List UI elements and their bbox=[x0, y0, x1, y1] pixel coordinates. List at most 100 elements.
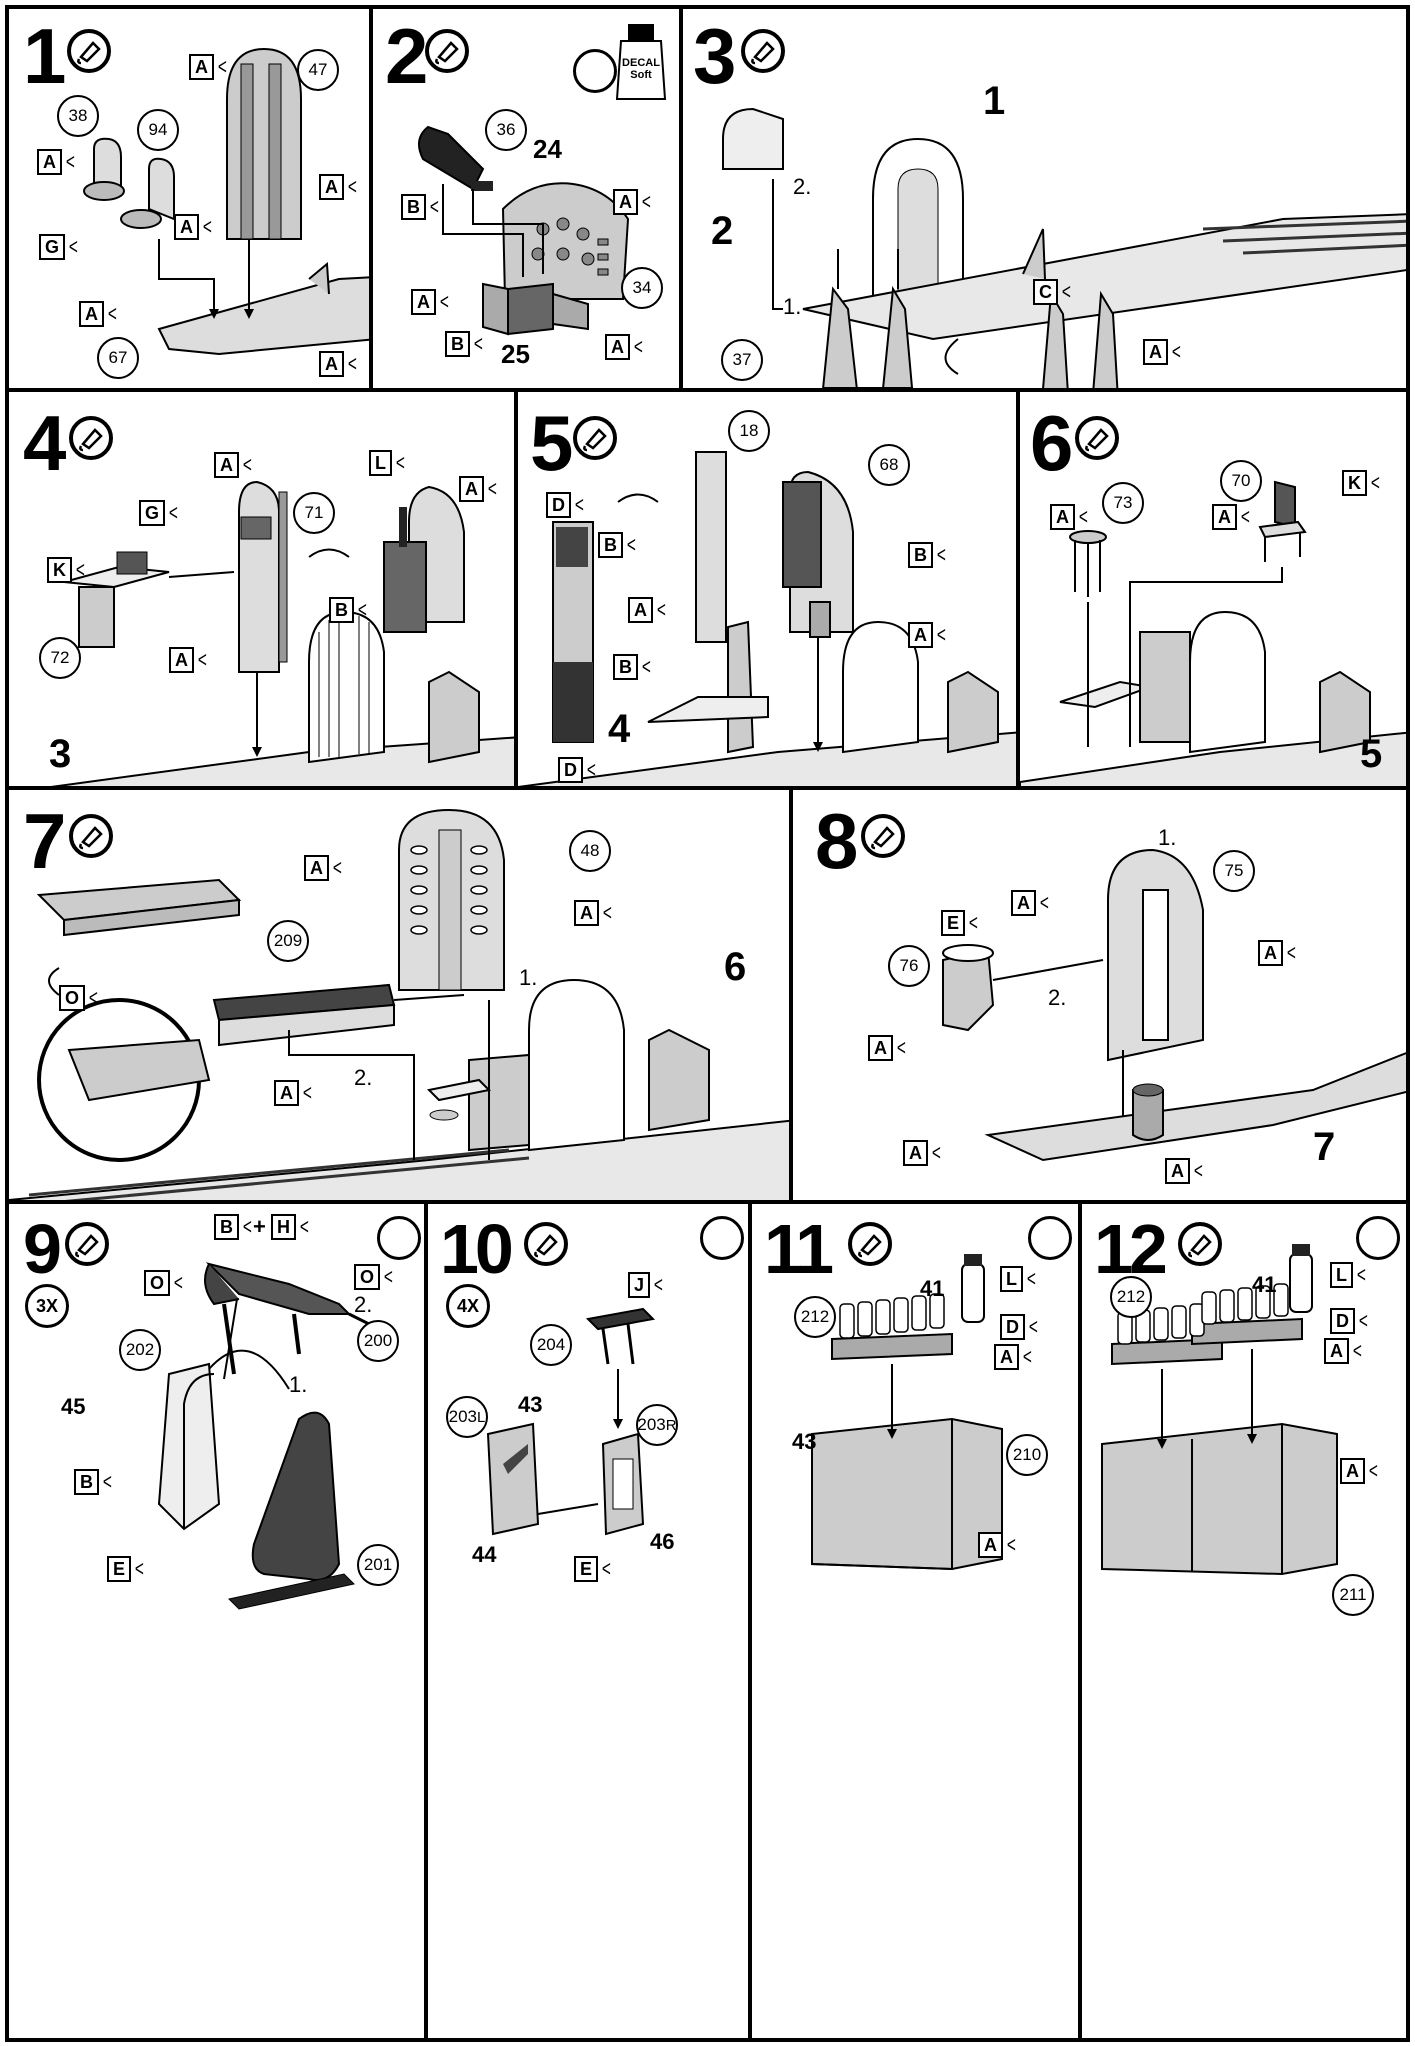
color-flag: A< bbox=[1011, 890, 1051, 916]
color-flag: A< bbox=[79, 301, 119, 327]
color-flag: A< bbox=[274, 1080, 314, 1106]
step-9-panel: 9 3X 200 202 201 45 2. 1. B< + H< O< O< … bbox=[5, 1200, 428, 2042]
step-8-drawing bbox=[942, 848, 1406, 1162]
step-6-drawing bbox=[1020, 480, 1406, 786]
color-flag: L< bbox=[1330, 1262, 1368, 1288]
color-flag: L< bbox=[369, 450, 407, 476]
color-flag: D< bbox=[1330, 1308, 1370, 1334]
glue-icon bbox=[69, 814, 113, 858]
color-flag: A< bbox=[994, 1344, 1034, 1370]
color-flag: A< bbox=[1324, 1338, 1364, 1364]
part-callout: 71 bbox=[293, 492, 335, 534]
color-flag: A< bbox=[459, 476, 499, 502]
color-flag: B< bbox=[613, 654, 653, 680]
step-5-drawing bbox=[518, 451, 1016, 786]
step-5-panel: 5 18 68 4 D< B< A< B< A< B< D< bbox=[514, 388, 1020, 790]
part-callout: 210 bbox=[1006, 1434, 1048, 1476]
part-number: 43 bbox=[792, 1429, 817, 1454]
step-10-drawing bbox=[486, 1307, 656, 1536]
color-flag: J< bbox=[628, 1272, 665, 1298]
no-glue-icon bbox=[1028, 1216, 1072, 1260]
color-flag: A< bbox=[169, 647, 209, 673]
part-callout: 70 bbox=[1220, 460, 1262, 502]
color-flag: A< bbox=[189, 54, 229, 80]
step-1-drawing bbox=[83, 47, 369, 356]
sub-assembly-number: 5 bbox=[1360, 732, 1383, 776]
part-callout: 68 bbox=[868, 444, 910, 486]
part-callout: 209 bbox=[267, 920, 309, 962]
sub-step-label: 1. bbox=[1158, 825, 1177, 850]
sub-assembly-number: 7 bbox=[1313, 1125, 1336, 1169]
color-flag: A< bbox=[1165, 1158, 1205, 1184]
sub-step-label: 1. bbox=[783, 294, 802, 319]
color-flag: A< bbox=[319, 174, 359, 200]
part-callout: 48 bbox=[569, 830, 611, 872]
step-7-panel: 7 48 209 6 1. 2. A< A< O< A< bbox=[5, 786, 793, 1204]
part-number: 45 bbox=[61, 1394, 86, 1419]
step-3-panel: 3 37 1 2 2. 1. C< A< bbox=[679, 5, 1410, 392]
part-callout: 212 bbox=[1110, 1276, 1152, 1318]
part-callout: 76 bbox=[888, 945, 930, 987]
no-glue-icon bbox=[573, 49, 617, 93]
step-number: 11 bbox=[764, 1210, 834, 1288]
color-flag: A< bbox=[411, 289, 451, 315]
part-callout: 18 bbox=[728, 410, 770, 452]
sub-assembly-number: 4 bbox=[608, 707, 631, 751]
glue-icon bbox=[425, 29, 469, 73]
part-callout: 94 bbox=[137, 109, 179, 151]
decal-label: DECAL bbox=[622, 57, 660, 69]
part-number: 44 bbox=[472, 1542, 497, 1567]
part-number: 41 bbox=[1252, 1272, 1277, 1297]
step-11-panel: 11 212 210 41 43 L< D< A< A< bbox=[748, 1200, 1082, 2042]
part-number: 25 bbox=[501, 339, 530, 369]
step-4-panel: 4 71 72 3 A< G< L< A< K< B< A< bbox=[5, 388, 518, 790]
part-callout: 212 bbox=[794, 1296, 836, 1338]
sub-step-label: 2. bbox=[1048, 985, 1067, 1010]
step-number: 4 bbox=[23, 399, 66, 487]
step-3-drawing bbox=[722, 107, 1406, 388]
color-flag: A< bbox=[1340, 1458, 1380, 1484]
part-callout: 201 bbox=[357, 1544, 399, 1586]
quantity-badge: 4X bbox=[446, 1284, 490, 1328]
step-2-panel: 2 DECAL Soft 36 34 24 25 B< A< A< B< A< bbox=[369, 5, 683, 392]
step-number: 8 bbox=[815, 797, 858, 885]
sub-step-label: 2. bbox=[354, 1065, 373, 1090]
color-flag: A< bbox=[174, 214, 214, 240]
color-flag: K< bbox=[1342, 470, 1382, 496]
glue-icon bbox=[1178, 1222, 1222, 1266]
color-flag: B< bbox=[74, 1469, 114, 1495]
color-flag: B< bbox=[214, 1214, 254, 1240]
color-flag: H< bbox=[271, 1214, 311, 1240]
color-flag: A< bbox=[304, 855, 344, 881]
color-flag: D< bbox=[1000, 1314, 1040, 1340]
color-flag: A< bbox=[628, 597, 668, 623]
part-number: 24 bbox=[533, 134, 562, 164]
sub-assembly-number: 1 bbox=[983, 79, 1006, 123]
glue-icon bbox=[1075, 416, 1119, 460]
color-flag: A< bbox=[574, 900, 614, 926]
color-flag: A< bbox=[1143, 339, 1183, 365]
part-callout: 204 bbox=[530, 1324, 572, 1366]
color-flag: D< bbox=[546, 492, 586, 518]
sub-step-label: 2. bbox=[793, 174, 812, 199]
color-flag: A< bbox=[605, 334, 645, 360]
part-number: 43 bbox=[518, 1392, 543, 1417]
color-flag: A< bbox=[978, 1532, 1018, 1558]
no-glue-icon bbox=[700, 1216, 744, 1260]
part-callout: 47 bbox=[297, 49, 339, 91]
decal-label: Soft bbox=[630, 69, 652, 81]
color-flag: A< bbox=[37, 149, 77, 175]
step-number: 9 bbox=[23, 1210, 62, 1288]
glue-icon bbox=[65, 1222, 109, 1266]
step-number: 12 bbox=[1094, 1210, 1168, 1288]
color-flag: L< bbox=[1000, 1266, 1038, 1292]
color-flag: E< bbox=[574, 1556, 613, 1582]
no-glue-icon bbox=[377, 1216, 421, 1260]
step-number: 2 bbox=[385, 12, 428, 100]
part-callout: 211 bbox=[1332, 1574, 1374, 1616]
no-glue-icon bbox=[1356, 1216, 1400, 1260]
part-number: 46 bbox=[650, 1529, 675, 1554]
color-flag: B< bbox=[445, 331, 485, 357]
